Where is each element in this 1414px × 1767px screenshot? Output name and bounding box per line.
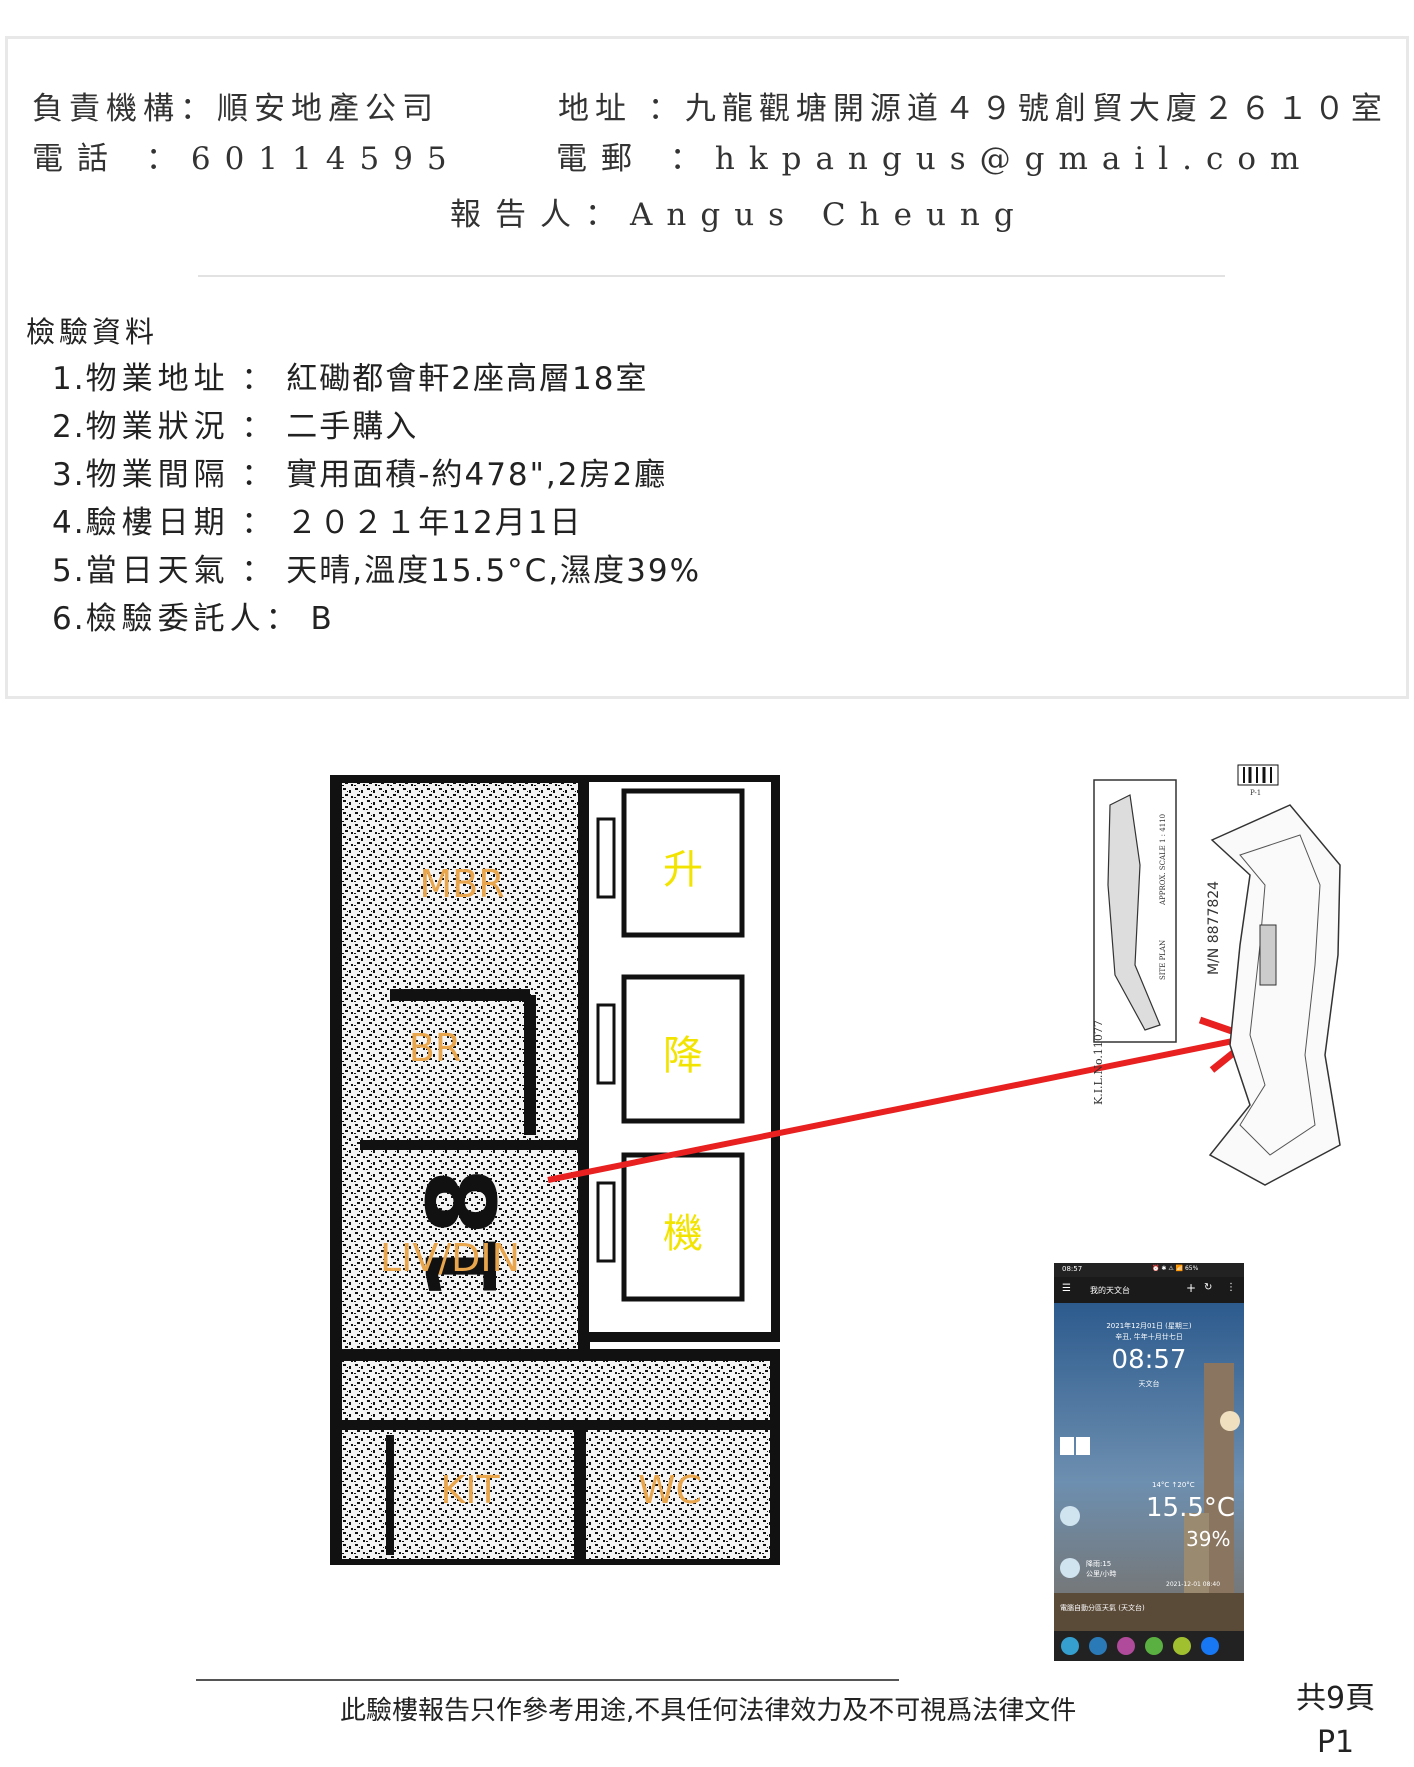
item-number: 3. bbox=[52, 457, 86, 493]
lift-label: 機 bbox=[663, 1211, 703, 1257]
address-value: 九龍觀塘開源道４９號創貿大廈２６１０室 bbox=[684, 91, 1388, 127]
item-separator: ： bbox=[229, 553, 287, 589]
page-number: P1 bbox=[1316, 1725, 1355, 1760]
legal-disclaimer: 此驗樓報告只作參考用途,不具任何法律效力及不可視爲法律文件 bbox=[340, 1696, 1077, 1726]
min-max-temp: 14°C ↑20°C bbox=[1152, 1481, 1195, 1489]
footer-rule bbox=[196, 1679, 899, 1681]
more-icon[interactable]: ⋮ bbox=[1226, 1282, 1236, 1293]
floor-plan: 升 降 機 18 MBR BR LIV/DIN KIT WC bbox=[330, 775, 780, 1565]
item-value: ２０２１年12月1日 bbox=[286, 505, 583, 541]
item-separator: ： bbox=[229, 409, 287, 445]
item-number: 1. bbox=[52, 361, 86, 397]
inspection-item: 5.當日天氣 ： 天晴,溫度15.5°C,濕度39% bbox=[52, 545, 701, 590]
phone-lunar-date: 辛丑, 牛年十月廿七日 bbox=[1115, 1333, 1183, 1341]
item-label: 當日天氣 bbox=[85, 553, 230, 589]
app-title: 我的天文台 bbox=[1090, 1286, 1130, 1295]
reporter-name: Angus Cheung bbox=[630, 197, 1028, 233]
menu-icon[interactable]: ☰ bbox=[1062, 1283, 1071, 1294]
phone-status-time: 08:57 bbox=[1062, 1265, 1083, 1273]
phone-date: 2021年12月01日 (星期三) bbox=[1106, 1322, 1192, 1330]
item-value: B bbox=[310, 601, 334, 637]
phone-label: 電話 ： bbox=[32, 141, 191, 177]
update-stamp: 2021-12-01 08:40 bbox=[1166, 1581, 1221, 1588]
site-kil-number: K.I.L.No.11077 bbox=[1092, 1020, 1105, 1105]
item-value: 天晴,溫度15.5°C,濕度39% bbox=[286, 553, 702, 589]
phone-frame bbox=[1054, 1263, 1244, 1661]
org-line: 負責機構：順安地產公司 bbox=[32, 83, 439, 128]
item-label: 物業狀況 bbox=[85, 409, 230, 445]
item-number: 4. bbox=[52, 505, 86, 541]
room-label-mbr: MBR bbox=[419, 862, 504, 906]
site-mn-number: M/N 8877824 bbox=[1206, 881, 1222, 975]
item-value: 紅磡都會軒2座高層18室 bbox=[286, 361, 649, 397]
inspection-item: 1.物業地址 ： 紅磡都會軒2座高層18室 bbox=[52, 353, 648, 398]
refresh-icon[interactable]: ↻ bbox=[1204, 1282, 1213, 1293]
phone-time: 08:57 bbox=[1111, 1345, 1187, 1375]
item-label: 檢驗委託人 bbox=[85, 601, 266, 637]
inspection-item: 2.物業狀況 ： 二手購入 bbox=[52, 401, 418, 446]
page-indicator: 共9頁 P1 bbox=[1296, 1677, 1375, 1765]
item-label: 物業間隔 bbox=[85, 457, 230, 493]
item-label: 驗樓日期 bbox=[85, 505, 230, 541]
inspection-title: 檢驗資料 bbox=[26, 315, 159, 349]
inspection-item: 6.檢驗委託人： B bbox=[52, 593, 334, 638]
phone-line: 電話 ：60114595 bbox=[32, 133, 461, 178]
rain-info: 降雨:15 bbox=[1086, 1560, 1112, 1568]
lift-label: 降 bbox=[663, 1033, 703, 1079]
item-separator: ： bbox=[229, 457, 287, 493]
item-label: 物業地址 bbox=[85, 361, 230, 397]
address-line: 地址 ：九龍觀塘開源道４９號創貿大廈２６１０室 bbox=[558, 83, 1388, 128]
reporter-line: 報告人：Angus Cheung bbox=[450, 189, 1028, 234]
add-icon[interactable]: + bbox=[1186, 1281, 1197, 1295]
item-number: 5. bbox=[52, 553, 86, 589]
org-label: 負責機構： bbox=[32, 91, 217, 127]
region-weather-label: 電腦自動分區天氣 (天文台) bbox=[1060, 1604, 1145, 1612]
room-label-livdin: LIV/DIN bbox=[380, 1236, 520, 1280]
org-name: 順安地產公司 bbox=[217, 91, 439, 127]
site-page-label: P-1 bbox=[1250, 789, 1261, 797]
item-number: 6. bbox=[52, 601, 86, 637]
header-divider bbox=[198, 275, 1225, 277]
phone-value: 60114595 bbox=[190, 141, 461, 177]
phone-source: 天文台 bbox=[1138, 1380, 1160, 1388]
rain-unit: 公里/小時 bbox=[1086, 1570, 1117, 1578]
reporter-label: 報告人： bbox=[450, 197, 630, 233]
email-line: 電郵 ：hkpangus@gmail.com bbox=[556, 133, 1313, 178]
item-separator: ： bbox=[229, 361, 287, 397]
current-humidity: 39% bbox=[1186, 1527, 1231, 1551]
site-plan: SITE PLAN APPROX. SCALE 1 : 4110 P-1 M/N… bbox=[1092, 764, 1341, 1186]
unit-number: 18 bbox=[407, 1168, 519, 1302]
email-value: hkpangus@gmail.com bbox=[714, 141, 1314, 177]
item-value: 二手購入 bbox=[286, 409, 419, 445]
item-value: 實用面積-約478",2房2廳 bbox=[286, 457, 668, 493]
total-pages: 共9頁 bbox=[1296, 1681, 1376, 1716]
inspection-item: 4.驗樓日期 ： ２０２１年12月1日 bbox=[52, 497, 582, 542]
weather-phone-screenshot: 08:57 ⏰ ✱ ⚠ 📶 65% ☰ 我的天文台 + ↻ ⋮ 2021年12月… bbox=[1054, 1263, 1244, 1661]
item-separator: ： bbox=[229, 505, 287, 541]
lift-label: 升 bbox=[663, 847, 703, 893]
site-scale-caption: APPROX. SCALE 1 : 4110 bbox=[1159, 814, 1167, 906]
room-label-br: BR bbox=[409, 1026, 461, 1070]
site-plan-caption: SITE PLAN bbox=[1159, 940, 1167, 980]
item-number: 2. bbox=[52, 409, 86, 445]
address-label: 地址 ： bbox=[558, 91, 685, 127]
item-separator: ： bbox=[265, 601, 311, 637]
inspection-item: 3.物業間隔 ： 實用面積-約478",2房2廳 bbox=[52, 449, 667, 494]
header-panel: 負責機構：順安地產公司 地址 ：九龍觀塘開源道４９號創貿大廈２６１０室 電話 ：… bbox=[5, 36, 1409, 699]
phone-status-icons: ⏰ ✱ ⚠ 📶 65% bbox=[1152, 1265, 1199, 1272]
room-label-wc: WC bbox=[638, 1468, 702, 1512]
current-temperature: 15.5°C bbox=[1146, 1493, 1236, 1523]
room-label-kit: KIT bbox=[440, 1468, 500, 1512]
email-label: 電郵 ： bbox=[556, 141, 715, 177]
